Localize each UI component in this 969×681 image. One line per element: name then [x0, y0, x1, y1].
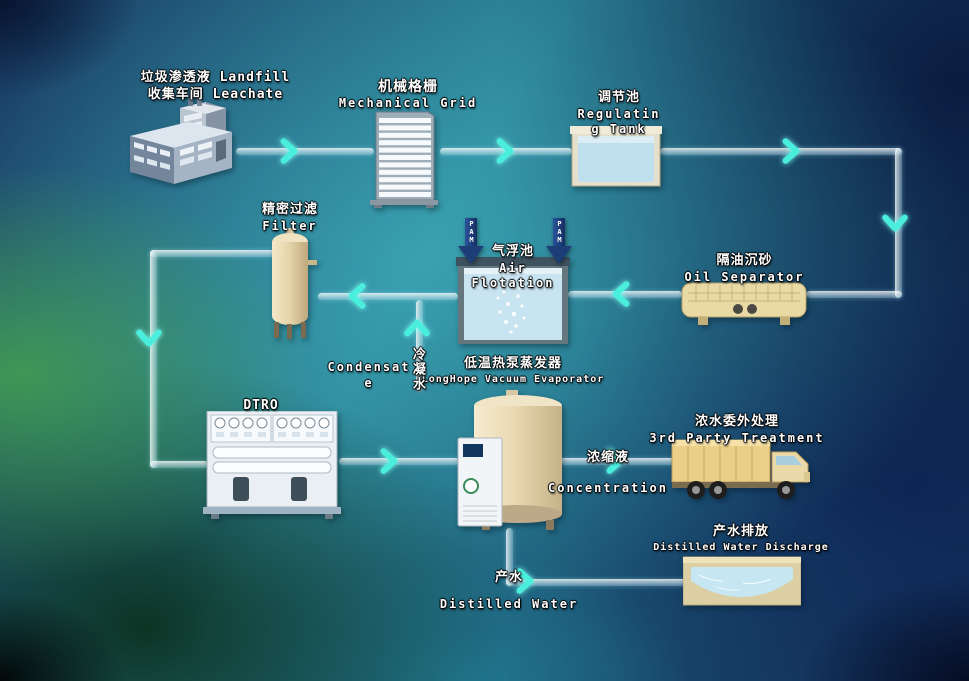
pipe-airflot-filter [318, 293, 458, 300]
air-flotation-label-en: Air Flotation [471, 260, 555, 291]
air-flotation-label-cn: 气浮池 [491, 244, 534, 259]
truck-illustration [670, 436, 812, 504]
regulating-tank-label-en1: Regulatin [577, 106, 661, 121]
product-water-label: 产水 Distilled Water [438, 570, 580, 612]
flow-chevron-icon-8 [376, 448, 402, 474]
regulating-tank-illustration [570, 122, 662, 190]
third-party-label-cn: 浓水委外处理 [694, 414, 779, 429]
regulating-tank-label-en2: g Tank [591, 122, 647, 137]
pipe-dtro-evap [339, 458, 459, 465]
third-party-label-en: 3rd Party Treatment [649, 430, 825, 445]
evaporator-label: 低温热泵蒸发器 LongHope Vacuum Evaporator [418, 356, 608, 386]
mechanical-grid-label-cn: 机械格栅 [378, 79, 438, 95]
air-flotation-label: 气浮池 Air Flotation [454, 244, 572, 292]
precision-filter-illustration [260, 226, 320, 340]
flow-chevron-icon-4 [882, 210, 908, 236]
third-party-label: 浓水委外处理 3rd Party Treatment [648, 414, 826, 446]
pipe-product-water [506, 579, 688, 586]
factory-label-line1: 垃圾渗透液 Landfill [140, 70, 291, 85]
product-water-label-en: Distilled Water [439, 596, 579, 611]
discharge-label: 产水排放 Distilled Water Discharge [650, 524, 832, 554]
condensate-label-en-line2: e [364, 375, 374, 390]
discharge-pool-illustration [683, 553, 801, 607]
factory-illustration [118, 96, 240, 188]
pam-arrow-head [546, 246, 572, 264]
pam-arrow-head [458, 246, 484, 264]
pipe-into-oilsep [806, 291, 902, 298]
pam-dosing-arrow-icon: PAM [546, 218, 572, 266]
condensate-label-en-line1: Condensat [327, 360, 411, 374]
mechanical-grid-label-en: Mechanical Grid [338, 96, 478, 111]
flow-chevron-icon-10 [512, 568, 538, 594]
pam-arrow-shaft: PAM [465, 218, 477, 246]
flow-chevron-icon-7 [136, 325, 162, 351]
pipe-oilsep-airflot [568, 291, 682, 298]
dtro-label-text: DTRO [243, 398, 279, 413]
pam-label: PAM [555, 220, 564, 244]
flow-chevron-icon-9 [602, 448, 628, 474]
oil-separator-label: 隔油沉砂 Oil Separator [682, 253, 807, 285]
pam-arrow-shaft: PAM [553, 218, 565, 246]
condensate-label-en: Condensat e [326, 360, 412, 391]
pipe-filter-left [150, 250, 276, 257]
pipe-evap-down [506, 528, 513, 586]
condensate-label-cn: 冷凝水 [408, 338, 425, 400]
oil-separator-label-cn: 隔油沉砂 [716, 253, 773, 268]
discharge-label-cn: 产水排放 [712, 524, 769, 539]
regulating-tank-label-cn: 调节池 [597, 90, 640, 105]
factory-label: 垃圾渗透液 Landfill 收集车间 Leachate [128, 70, 303, 104]
flow-chevron-icon-11 [404, 315, 430, 341]
flow-chevron-icon-2 [492, 138, 518, 164]
dtro-skid-illustration [203, 411, 341, 519]
flow-chevron-icon-5 [608, 281, 634, 307]
pam-label: PAM [467, 220, 476, 244]
regulating-tank-label: 调节池 Regulatin g Tank [573, 90, 665, 138]
concentrate-label-cn: 浓缩液 [586, 450, 629, 465]
vacuum-evaporator-illustration [456, 390, 566, 532]
flow-chevron-icon-3 [778, 138, 804, 164]
pipe-condensate [416, 300, 423, 392]
filter-label-en: Filter [262, 218, 318, 233]
pipe-tank-right [660, 148, 902, 155]
discharge-label-en: Distilled Water Discharge [653, 541, 829, 553]
flow-chevron-icon-1 [276, 138, 302, 164]
mechanical-grid-label: 机械格栅 Mechanical Grid [338, 78, 478, 112]
condensate-label-cn-text: 冷凝水 [409, 346, 425, 392]
pipe-into-dtro [150, 461, 208, 468]
air-flotation-illustration [456, 252, 570, 346]
dtro-label: DTRO [226, 398, 296, 415]
evaporator-label-cn: 低温热泵蒸发器 [463, 356, 562, 371]
concentrate-label-en: Concentration [548, 480, 668, 495]
factory-label-line2: 收集车间 Leachate [147, 86, 284, 102]
mechanical-grid-illustration [366, 110, 442, 208]
flow-chevron-icon-6 [344, 283, 370, 309]
pipe-factory-grid [236, 148, 374, 155]
oil-separator-label-en: Oil Separator [684, 269, 805, 284]
evaporator-label-en: LongHope Vacuum Evaporator [421, 373, 605, 385]
filter-label: 精密过滤 Filter [246, 202, 334, 234]
oil-separator-illustration [680, 281, 808, 329]
concentrate-label: 浓缩液 Concentration [548, 450, 668, 496]
product-water-label-cn: 产水 [494, 570, 523, 585]
pam-dosing-arrow-icon: PAM [458, 218, 484, 266]
pipe-left-down [150, 250, 157, 468]
filter-label-cn: 精密过滤 [261, 202, 318, 217]
